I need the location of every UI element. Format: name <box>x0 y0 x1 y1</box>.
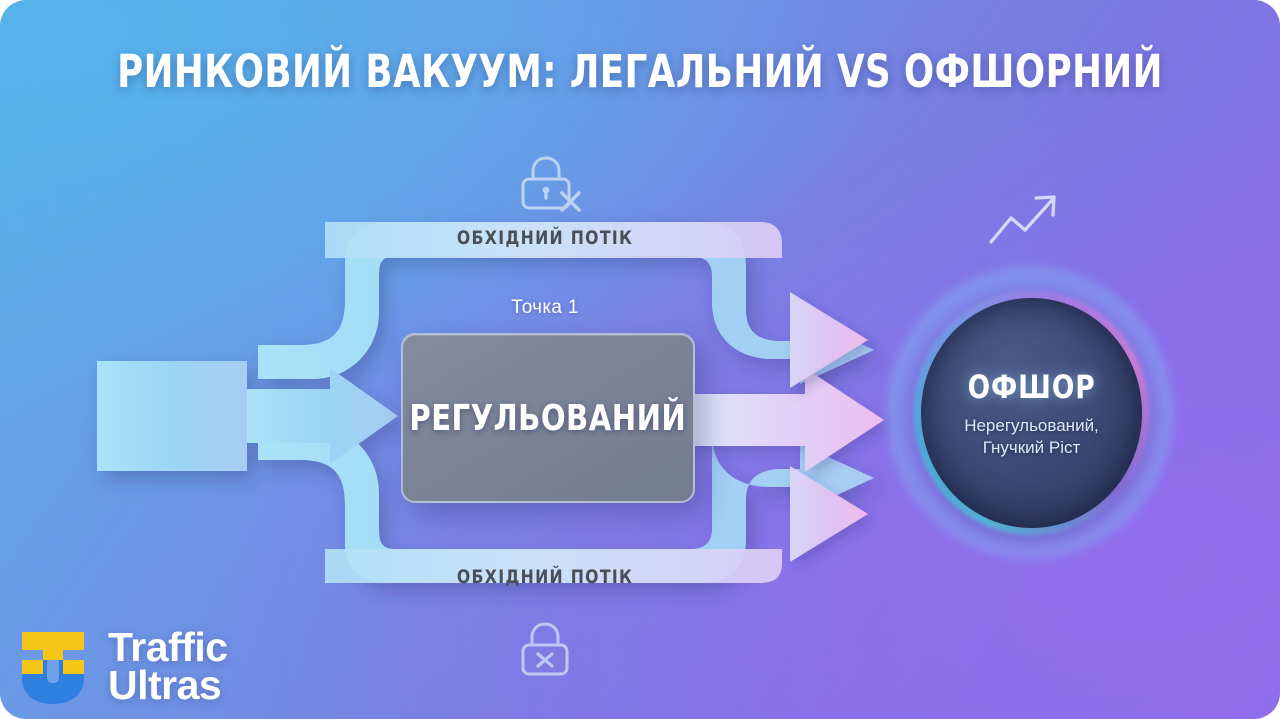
trend-up-arrow-icon <box>989 195 1056 244</box>
traffic-ultras-tu-monogram-icon <box>22 632 84 704</box>
source-block <box>97 361 247 471</box>
brand-logo: Traffic Ultras <box>14 626 228 706</box>
offshore-subtitle-line1: Нерегульований, <box>964 415 1099 435</box>
offshore-text-group: ОФШОР Нерегульований, Гнучкий Ріст <box>921 298 1142 528</box>
inbound-arrow <box>247 368 398 464</box>
brand-logo-line2: Ultras <box>108 662 222 708</box>
bypass-pipe-bottom <box>258 426 874 583</box>
point-label: Точка 1 <box>511 297 579 318</box>
bypass-bottom-label: ОБХІДНИЙ ПОТІК <box>456 566 634 588</box>
offshore-subtitle: Нерегульований, Гнучкий Ріст <box>964 415 1099 459</box>
lock-blocked-icon <box>521 156 581 212</box>
bypass-pipe-top <box>258 222 874 384</box>
arrowhead-top <box>790 292 868 388</box>
regulated-node[interactable]: РЕГУЛЬОВАНИЙ <box>401 333 695 503</box>
regulated-node-label: РЕГУЛЬОВАНИЙ <box>409 397 687 439</box>
offshore-node[interactable]: ОФШОР Нерегульований, Гнучкий Ріст <box>880 253 1180 573</box>
brand-logo-text: Traffic Ultras <box>108 624 228 708</box>
arrowhead-bottom <box>790 466 868 562</box>
lock-blocked-icon <box>521 622 569 676</box>
outflow-arrow-middle <box>690 368 884 472</box>
offshore-subtitle-line2: Гнучкий Ріст <box>982 437 1081 457</box>
offshore-core <box>921 298 1142 528</box>
page-title: РИНКОВИЙ ВАКУУМ: ЛЕГАЛЬНИЙ VS ОФШОРНИЙ <box>117 45 1163 98</box>
bypass-band-top <box>325 222 782 258</box>
brand-logo-line1: Traffic <box>108 624 228 670</box>
bypass-band-bottom <box>325 549 782 583</box>
offshore-title: ОФШОР <box>967 367 1096 406</box>
bypass-top-label: ОБХІДНИЙ ПОТІК <box>456 227 634 249</box>
